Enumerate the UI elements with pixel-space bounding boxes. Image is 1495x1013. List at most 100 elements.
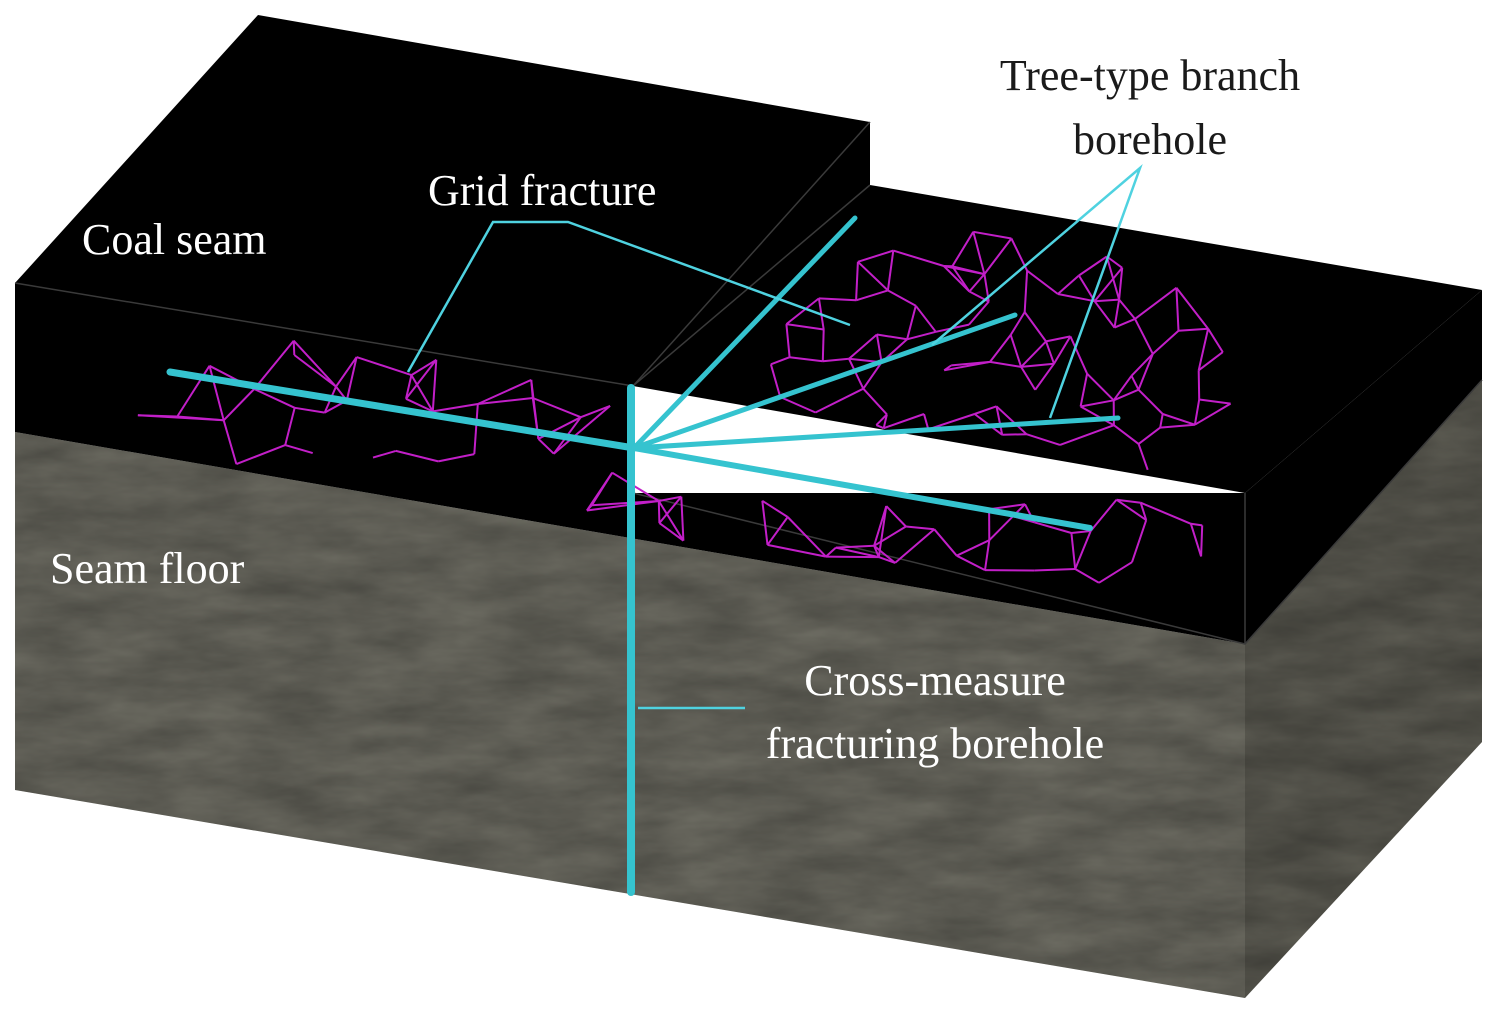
fracture-segment bbox=[886, 250, 895, 291]
fracture-segment bbox=[591, 500, 659, 507]
fracture-segment bbox=[432, 403, 478, 413]
fracture-segment bbox=[395, 449, 439, 463]
fracture-segment bbox=[1134, 318, 1154, 355]
fracture-segment bbox=[973, 230, 1012, 240]
fracture-segment bbox=[1020, 366, 1037, 391]
fracture-segment bbox=[222, 420, 238, 465]
fracture-segment bbox=[477, 378, 532, 405]
fracture-segment bbox=[293, 354, 337, 388]
coal-seam-side-face bbox=[1245, 290, 1482, 644]
fracture-segment bbox=[974, 405, 997, 415]
fracture-segment bbox=[943, 265, 971, 293]
fracture-segment bbox=[410, 358, 437, 376]
fracture-segment bbox=[292, 340, 296, 356]
fracture-segment bbox=[1199, 398, 1231, 405]
fracture-segment bbox=[473, 403, 479, 455]
fracture-segment bbox=[1034, 568, 1076, 572]
fracture-segment bbox=[789, 356, 823, 363]
fracture-segment bbox=[1139, 502, 1148, 521]
fracture-segment bbox=[767, 543, 827, 558]
fracture-segment bbox=[1089, 499, 1118, 532]
fracture-segment bbox=[885, 505, 907, 528]
fracture-segment bbox=[1053, 335, 1072, 365]
fracture-segment bbox=[1070, 532, 1077, 570]
fracture-segment bbox=[1026, 269, 1059, 295]
fracture-segment bbox=[1140, 501, 1192, 525]
fracture-segment bbox=[933, 528, 958, 557]
fracture-segment bbox=[927, 413, 975, 431]
fracture-segment bbox=[1113, 388, 1139, 402]
fracture-segment bbox=[1159, 413, 1164, 428]
fracture-segment bbox=[532, 397, 582, 419]
fracture-segment bbox=[657, 500, 661, 524]
fracture-segment bbox=[222, 388, 255, 421]
fracture-segment bbox=[877, 505, 888, 558]
fracture-segment bbox=[1074, 530, 1092, 570]
fracture-segment bbox=[1175, 287, 1180, 331]
fracture-segment bbox=[968, 300, 990, 326]
fracture-segment bbox=[1069, 335, 1089, 375]
coal-seam-label: Coal seam bbox=[82, 215, 267, 264]
fracture-segment bbox=[1118, 267, 1124, 300]
fracture-segment bbox=[951, 360, 991, 367]
fracture-segment bbox=[1023, 311, 1047, 342]
fracture-segment bbox=[1115, 498, 1147, 521]
fracture-segment bbox=[284, 407, 296, 446]
fracture-segment bbox=[1137, 353, 1154, 391]
fracture-segment bbox=[1160, 423, 1195, 429]
fracture-segment bbox=[883, 413, 925, 430]
fracture-segment bbox=[1009, 311, 1026, 336]
horizontal-branch-right bbox=[631, 445, 1093, 531]
fracture-segment bbox=[236, 444, 286, 466]
fracture-segment bbox=[1175, 287, 1209, 330]
fracture-segment bbox=[989, 334, 1012, 363]
grid-fracture-leader bbox=[406, 220, 851, 373]
fracture-segment bbox=[761, 499, 789, 518]
fracture-segment bbox=[1078, 274, 1096, 302]
fracture-segment bbox=[537, 438, 555, 455]
fracture-segment bbox=[882, 414, 888, 429]
fracture-segment bbox=[815, 387, 864, 414]
fracture-segment bbox=[995, 405, 1028, 435]
fracture-segment bbox=[1193, 399, 1201, 425]
fracture-segment bbox=[1002, 433, 1027, 436]
fracture-segment bbox=[1130, 375, 1140, 391]
fracture-segment bbox=[873, 505, 888, 547]
fracture-segment bbox=[1137, 426, 1161, 445]
fracture-segment bbox=[769, 364, 782, 398]
fracture-segment bbox=[785, 297, 820, 325]
fracture-segment bbox=[1116, 498, 1141, 504]
seam-floor-label: Seam floor bbox=[50, 544, 245, 593]
fracture-segment bbox=[335, 356, 358, 388]
fracture-segment bbox=[835, 546, 880, 559]
fracture-segment bbox=[1026, 433, 1061, 446]
fracture-segment bbox=[1194, 402, 1232, 426]
fracture-segment bbox=[1207, 328, 1224, 353]
fracture-segment bbox=[968, 273, 986, 293]
fracture-segment bbox=[477, 397, 533, 405]
fracture-segment bbox=[1034, 521, 1072, 534]
fracture-segment bbox=[292, 340, 337, 388]
fracture-segment bbox=[855, 289, 889, 302]
fracture-segment bbox=[553, 405, 611, 455]
fracture-segment bbox=[253, 388, 296, 409]
fracture-segment bbox=[1152, 330, 1180, 355]
fracture-segment bbox=[1023, 270, 1029, 313]
fracture-segment bbox=[405, 359, 438, 400]
fracture-segment bbox=[951, 265, 971, 293]
fracture-segment bbox=[284, 444, 313, 455]
fracture-segment bbox=[1118, 298, 1136, 320]
fracture-segment bbox=[906, 305, 917, 340]
fracture-segment bbox=[894, 528, 935, 564]
fracture-segment bbox=[1134, 287, 1178, 320]
fracture-segment bbox=[1045, 341, 1055, 365]
fracture-segment bbox=[893, 249, 945, 267]
fracture-segment bbox=[972, 231, 986, 275]
fracture-segment bbox=[770, 356, 790, 366]
fracture-segment bbox=[1093, 267, 1123, 302]
fracture-segment bbox=[658, 495, 682, 502]
fracture-segment bbox=[835, 544, 875, 549]
fracture-segment bbox=[1137, 388, 1164, 415]
fracture-segment bbox=[253, 340, 295, 390]
fracture-segment bbox=[906, 330, 937, 341]
